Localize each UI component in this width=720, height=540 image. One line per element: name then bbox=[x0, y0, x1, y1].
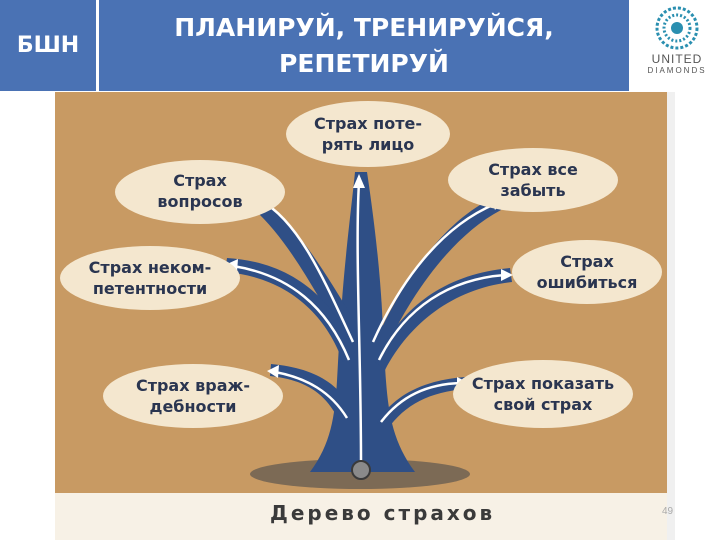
diamond-logo-icon bbox=[655, 6, 699, 50]
branch-middle-left bbox=[225, 258, 355, 362]
branch-upper-left bbox=[245, 192, 355, 342]
title-line-2: РЕПЕТИРУЙ bbox=[279, 48, 449, 78]
arrow-middle-right bbox=[377, 273, 506, 361]
fear-label-line1: Страх враж- bbox=[136, 376, 250, 395]
arrow-middle-left bbox=[232, 264, 351, 361]
header: БШН ПЛАНИРУЙ, ТРЕНИРУЙСЯ, РЕПЕТИРУЙ UNIT… bbox=[0, 0, 720, 91]
fear-label-line2: забыть bbox=[500, 181, 565, 200]
growth-arrows bbox=[232, 181, 506, 463]
diagram-caption-strip: Дерево страхов bbox=[55, 493, 667, 540]
fear-bubble-forget-all: Страх все забыть bbox=[448, 148, 618, 212]
fear-label-line1: Страх неком- bbox=[89, 258, 212, 277]
arrow-upper-left bbox=[259, 198, 355, 343]
fear-tree-photo: Страх поте- рять лицо Страх вопросов Стр… bbox=[55, 92, 675, 540]
branch-lower-left bbox=[270, 364, 353, 422]
logo-text-united: UNITED bbox=[651, 52, 703, 66]
fear-bubble-hostility: Страх враж- дебности bbox=[103, 364, 283, 428]
branch-lower-right bbox=[377, 377, 466, 430]
fear-bubble-mistake: Страх ошибиться bbox=[512, 240, 662, 304]
fear-label-line1: Страх bbox=[173, 171, 227, 190]
title-line-1: ПЛАНИРУЙ, ТРЕНИРУЙСЯ, bbox=[174, 12, 554, 42]
photo-edge bbox=[667, 92, 675, 540]
arrow-lower-right bbox=[380, 381, 462, 423]
fear-label-line2: петентности bbox=[93, 279, 207, 298]
branch-middle-right bbox=[375, 268, 512, 370]
arrow-lower-left bbox=[274, 370, 349, 419]
fear-label-line1: Страх все bbox=[488, 160, 578, 179]
logo-text-diamonds: DIAMONDS bbox=[647, 66, 707, 75]
diagram-caption: Дерево страхов bbox=[270, 501, 496, 525]
fear-label-line2: рять лицо bbox=[322, 135, 414, 154]
fear-label-line1: Страх показать bbox=[472, 374, 614, 393]
united-diamonds-logo: UNITED DIAMONDS bbox=[634, 0, 720, 91]
arrow-up bbox=[356, 181, 363, 463]
fear-bubble-lose-face: Страх поте- рять лицо bbox=[286, 101, 450, 167]
fear-label-line2: дебности bbox=[150, 397, 237, 416]
arrow-upper-right bbox=[371, 202, 496, 343]
org-badge: БШН bbox=[0, 0, 96, 91]
fear-label-line2: вопросов bbox=[157, 192, 242, 211]
fear-label-line2: свой страх bbox=[494, 395, 593, 414]
slide-title: ПЛАНИРУЙ, ТРЕНИРУЙСЯ, РЕПЕТИРУЙ bbox=[99, 0, 629, 91]
fear-tree-diagram: Страх поте- рять лицо Страх вопросов Стр… bbox=[60, 101, 662, 489]
branch-upper-right bbox=[375, 197, 501, 350]
tree-root-node bbox=[351, 460, 371, 480]
fear-label-line1: Страх bbox=[560, 252, 614, 271]
fear-label-line2: ошибиться bbox=[537, 273, 638, 292]
fear-bubble-questions: Страх вопросов bbox=[115, 160, 285, 224]
page-number: 49 bbox=[662, 506, 674, 517]
fear-label-line1: Страх поте- bbox=[314, 114, 422, 133]
fear-bubble-show-fear: Страх показать свой страх bbox=[453, 360, 633, 428]
fear-bubble-incompetence: Страх неком- петентности bbox=[60, 246, 240, 310]
